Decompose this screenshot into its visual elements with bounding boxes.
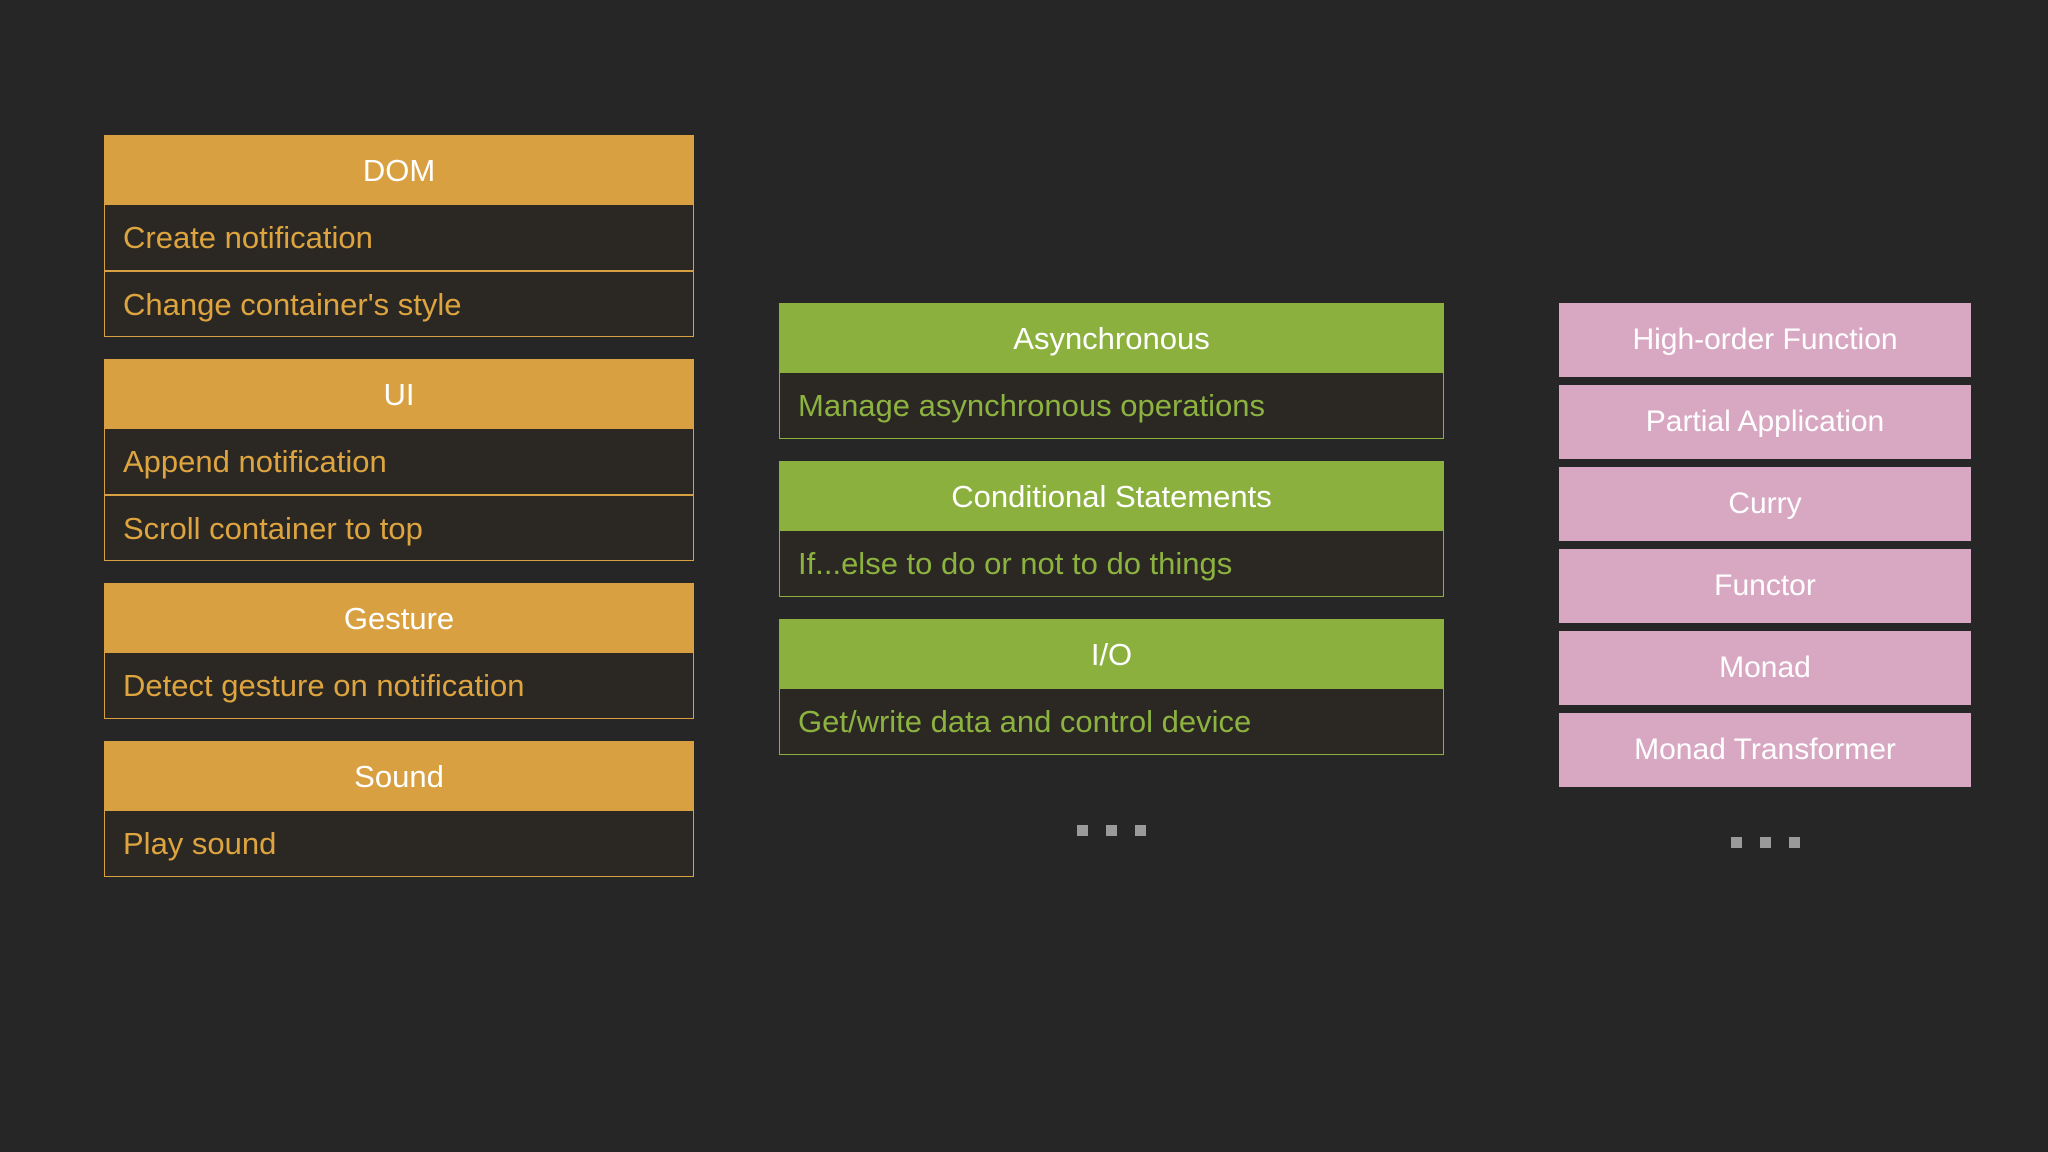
group-dom: DOM Create notification Change container… bbox=[104, 135, 694, 337]
capabilities-column: DOM Create notification Change container… bbox=[104, 135, 694, 877]
more-items-ellipsis-icon bbox=[1559, 837, 1971, 848]
chip-monad-transformer[interactable]: Monad Transformer bbox=[1559, 713, 1971, 787]
ellipsis-dot bbox=[1135, 825, 1146, 836]
ellipsis-dot bbox=[1730, 837, 1742, 848]
group-header-conditional-statements[interactable]: Conditional Statements bbox=[779, 461, 1444, 531]
group-header-dom[interactable]: DOM bbox=[104, 135, 694, 205]
group-item[interactable]: Create notification bbox=[104, 205, 694, 271]
group-conditional-statements: Conditional Statements If...else to do o… bbox=[779, 461, 1444, 597]
group-item[interactable]: Change container's style bbox=[104, 271, 694, 337]
group-header-io[interactable]: I/O bbox=[779, 619, 1444, 689]
group-io: I/O Get/write data and control device bbox=[779, 619, 1444, 755]
group-ui: UI Append notification Scroll container … bbox=[104, 359, 694, 561]
group-header-asynchronous[interactable]: Asynchronous bbox=[779, 303, 1444, 373]
chip-partial-application[interactable]: Partial Application bbox=[1559, 385, 1971, 459]
functional-programming-column: High-order Function Partial Application … bbox=[1559, 303, 1971, 848]
chip-high-order-function[interactable]: High-order Function bbox=[1559, 303, 1971, 377]
group-item[interactable]: Manage asynchronous operations bbox=[779, 373, 1444, 439]
language-constructs-column: Asynchronous Manage asynchronous operati… bbox=[779, 303, 1444, 836]
group-header-gesture[interactable]: Gesture bbox=[104, 583, 694, 653]
group-sound: Sound Play sound bbox=[104, 741, 694, 877]
group-header-sound[interactable]: Sound bbox=[104, 741, 694, 811]
group-asynchronous: Asynchronous Manage asynchronous operati… bbox=[779, 303, 1444, 439]
group-item[interactable]: If...else to do or not to do things bbox=[779, 531, 1444, 597]
group-header-ui[interactable]: UI bbox=[104, 359, 694, 429]
ellipsis-dot bbox=[1759, 837, 1771, 848]
ellipsis-dot bbox=[1788, 837, 1800, 848]
ellipsis-dot bbox=[1106, 825, 1117, 836]
group-gesture: Gesture Detect gesture on notification bbox=[104, 583, 694, 719]
ellipsis-dot bbox=[1077, 825, 1088, 836]
group-item[interactable]: Play sound bbox=[104, 811, 694, 877]
chip-monad[interactable]: Monad bbox=[1559, 631, 1971, 705]
group-item[interactable]: Detect gesture on notification bbox=[104, 653, 694, 719]
chip-functor[interactable]: Functor bbox=[1559, 549, 1971, 623]
more-items-ellipsis-icon bbox=[779, 825, 1444, 836]
group-item[interactable]: Append notification bbox=[104, 429, 694, 495]
chip-curry[interactable]: Curry bbox=[1559, 467, 1971, 541]
group-item[interactable]: Scroll container to top bbox=[104, 495, 694, 561]
group-item[interactable]: Get/write data and control device bbox=[779, 689, 1444, 755]
